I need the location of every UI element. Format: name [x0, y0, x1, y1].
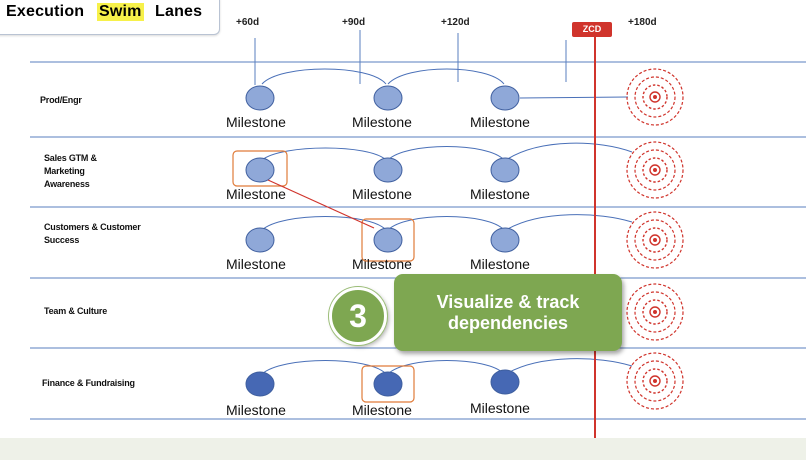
lane-label-prod-engr: Prod/Engr — [40, 95, 82, 105]
connector-arc — [505, 142, 633, 161]
dependency-box — [361, 365, 415, 403]
connector-arc — [387, 216, 505, 231]
callout-box: Visualize & track dependencies — [394, 274, 622, 351]
target-rings — [626, 68, 684, 410]
milestone-node — [373, 157, 403, 183]
target-icon — [626, 68, 684, 126]
milestone-node — [245, 371, 275, 397]
callout-line-1: Visualize & track — [436, 291, 580, 312]
milestone-label: Milestone — [226, 186, 286, 202]
target-icon — [626, 141, 684, 199]
milestone-node — [373, 227, 403, 253]
milestone-node — [490, 227, 520, 253]
dependency-highlights — [232, 150, 415, 403]
lane-separators — [30, 61, 806, 420]
connector-arc — [387, 146, 505, 161]
target-icon — [626, 211, 684, 269]
milestone-node — [490, 85, 520, 111]
milestone-node — [245, 227, 275, 253]
lane-label-team-culture: Team & Culture — [44, 306, 108, 316]
zcd-badge: ZCD — [572, 22, 612, 37]
milestone-label: Milestone — [470, 400, 530, 416]
milestone-label: Milestone — [352, 186, 412, 202]
lane-label-customers: Customers & Customer Success — [44, 222, 141, 245]
milestone-label: Milestone — [352, 114, 412, 130]
milestone-label: Milestone — [352, 256, 412, 272]
connector-arc — [387, 360, 505, 375]
title-box: Execution Swim Lanes — [0, 0, 220, 35]
milestone-node — [245, 85, 275, 111]
connector-arc — [261, 147, 387, 161]
connector-arc — [505, 358, 633, 375]
milestone-label: Milestone — [226, 402, 286, 418]
title-part-1: Execution — [6, 3, 85, 20]
milestone-label: Milestone — [226, 114, 286, 130]
title-part-3: Lanes — [155, 3, 203, 20]
milestone-node — [373, 85, 403, 111]
milestone-node — [373, 371, 403, 397]
tick-label-120d: +120d — [441, 17, 470, 28]
connector-arc — [261, 216, 387, 231]
dependency-box — [232, 150, 288, 187]
tick-label-60d: +60d — [236, 17, 260, 28]
dependency-box — [361, 218, 415, 262]
target-icon — [626, 352, 684, 410]
dependency-link — [267, 179, 375, 229]
timeline-tick-lines — [254, 30, 567, 85]
lane-label-sales-gtm: Sales GTM & Marketing Awareness — [44, 153, 97, 189]
milestone-node — [490, 157, 520, 183]
milestone-label: Milestone — [470, 256, 530, 272]
footer-band — [0, 438, 806, 460]
milestone-label: Milestone — [470, 114, 530, 130]
connector-arc — [387, 68, 505, 85]
connector-arc — [261, 360, 387, 375]
milestone-label: Milestone — [352, 402, 412, 418]
connector-arc — [505, 214, 633, 231]
milestone-node — [245, 157, 275, 183]
callout-number-badge: 3 — [329, 287, 387, 345]
connector-arc — [261, 68, 387, 85]
tick-label-180d: +180d — [628, 17, 657, 28]
milestone-connectors — [261, 68, 633, 375]
target-icon — [626, 283, 684, 341]
callout-line-2: dependencies — [447, 312, 569, 333]
title-highlight: Swim — [97, 3, 144, 21]
milestone-label: Milestone — [470, 186, 530, 202]
milestone-label: Milestone — [226, 256, 286, 272]
milestone-nodes — [245, 85, 520, 397]
connector-line — [519, 96, 629, 99]
lane-label-finance: Finance & Fundraising — [42, 378, 135, 388]
milestone-node — [490, 369, 520, 395]
tick-label-90d: +90d — [342, 17, 366, 28]
